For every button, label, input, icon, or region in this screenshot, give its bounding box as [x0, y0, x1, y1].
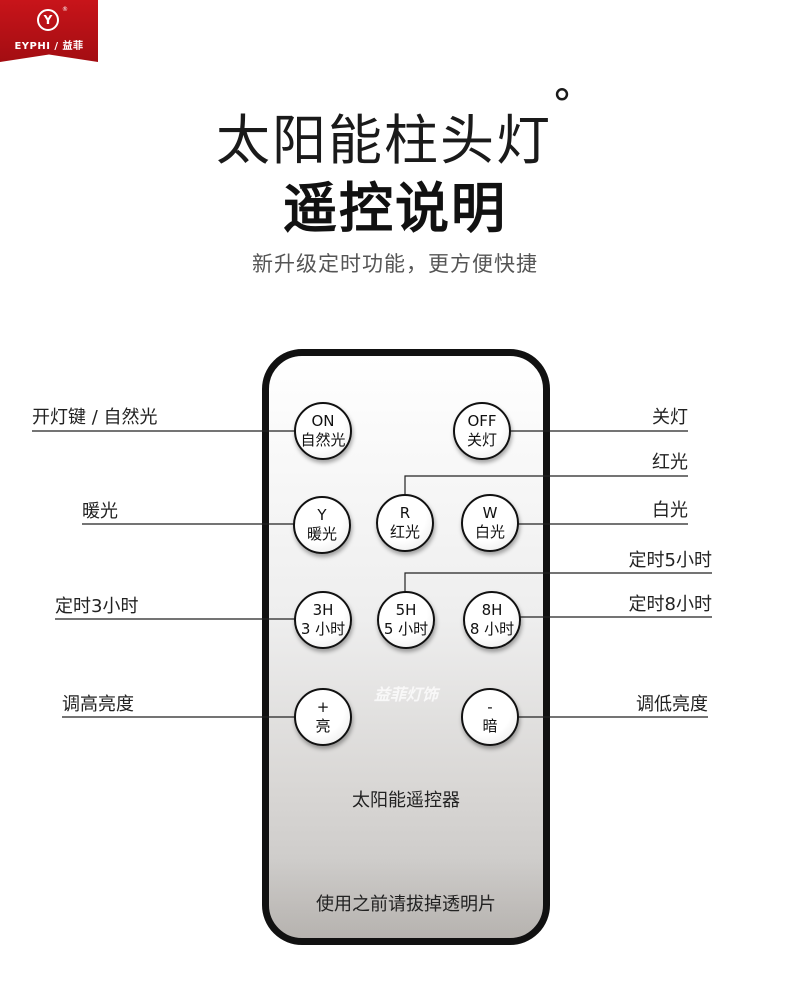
remote-note: 使用之前请拔掉透明片	[316, 894, 496, 915]
red-light-button[interactable]: R 红光	[376, 494, 434, 552]
timer5-button-bottom: 5 小时	[383, 620, 429, 638]
label-red: 红光	[652, 452, 688, 473]
label-timer5: 定时5小时	[628, 550, 712, 571]
label-timer8: 定时8小时	[628, 594, 712, 615]
label-warm: 暖光	[82, 501, 118, 522]
label-timer3: 定时3小时	[55, 596, 139, 617]
label-brighter: 调高亮度	[62, 694, 134, 715]
timer-5h-button[interactable]: 5H 5 小时	[377, 591, 435, 649]
brightness-up-button[interactable]: + 亮	[294, 688, 352, 746]
white-light-button[interactable]: W 白光	[461, 494, 519, 552]
on-button[interactable]: ON 自然光	[294, 402, 352, 460]
brand-logo: Y ® EYPHI / 益菲	[0, 0, 98, 62]
warm-button-bottom: 暖光	[306, 525, 337, 543]
remote-bottom-shade	[269, 858, 543, 938]
dimmer-button-top: -	[487, 698, 493, 716]
warm-light-button[interactable]: Y 暖光	[293, 496, 351, 554]
white-button-bottom: 白光	[474, 523, 505, 541]
red-button-top: R	[399, 504, 411, 522]
label-on: 开灯键 / 自然光	[32, 407, 158, 428]
white-button-top: W	[482, 504, 498, 522]
brand-name: EYPHI / 益菲	[14, 41, 84, 52]
page-subtitle-heading: 遥控说明	[283, 177, 507, 240]
timer8-button-bottom: 8 小时	[469, 620, 515, 638]
on-button-bottom: 自然光	[300, 431, 346, 449]
title-degree: °	[552, 82, 574, 128]
label-white: 白光	[652, 500, 688, 521]
brand-mark-icon: Y	[37, 9, 59, 31]
remote-name: 太阳能遥控器	[352, 790, 460, 811]
timer5-button-top: 5H	[395, 601, 417, 619]
dimmer-button-bottom: 暗	[482, 717, 498, 735]
label-off: 关灯	[652, 407, 688, 428]
off-button[interactable]: OFF 关灯	[453, 402, 511, 460]
warm-button-top: Y	[317, 506, 327, 524]
brighter-button-top: +	[316, 698, 330, 716]
timer-8h-button[interactable]: 8H 8 小时	[463, 591, 521, 649]
timer3-button-bottom: 3 小时	[300, 620, 346, 638]
label-dimmer: 调低亮度	[636, 694, 708, 715]
tagline: 新升级定时功能，更方便快捷	[252, 252, 538, 276]
off-button-bottom: 关灯	[466, 431, 497, 449]
page-title: 太阳能柱头灯°	[0, 82, 790, 175]
brightness-down-button[interactable]: - 暗	[461, 688, 519, 746]
callout-line-red	[404, 475, 688, 507]
off-button-top: OFF	[467, 412, 497, 430]
watermark: 益菲灯饰	[373, 685, 438, 704]
timer8-button-top: 8H	[481, 601, 503, 619]
brighter-button-bottom: 亮	[315, 717, 331, 735]
red-button-bottom: 红光	[389, 523, 420, 541]
registered-mark: ®	[62, 6, 68, 13]
timer-3h-button[interactable]: 3H 3 小时	[294, 591, 352, 649]
timer3-button-top: 3H	[312, 601, 334, 619]
title-line1: 太阳能柱头灯	[216, 109, 552, 172]
on-button-top: ON	[311, 412, 335, 430]
